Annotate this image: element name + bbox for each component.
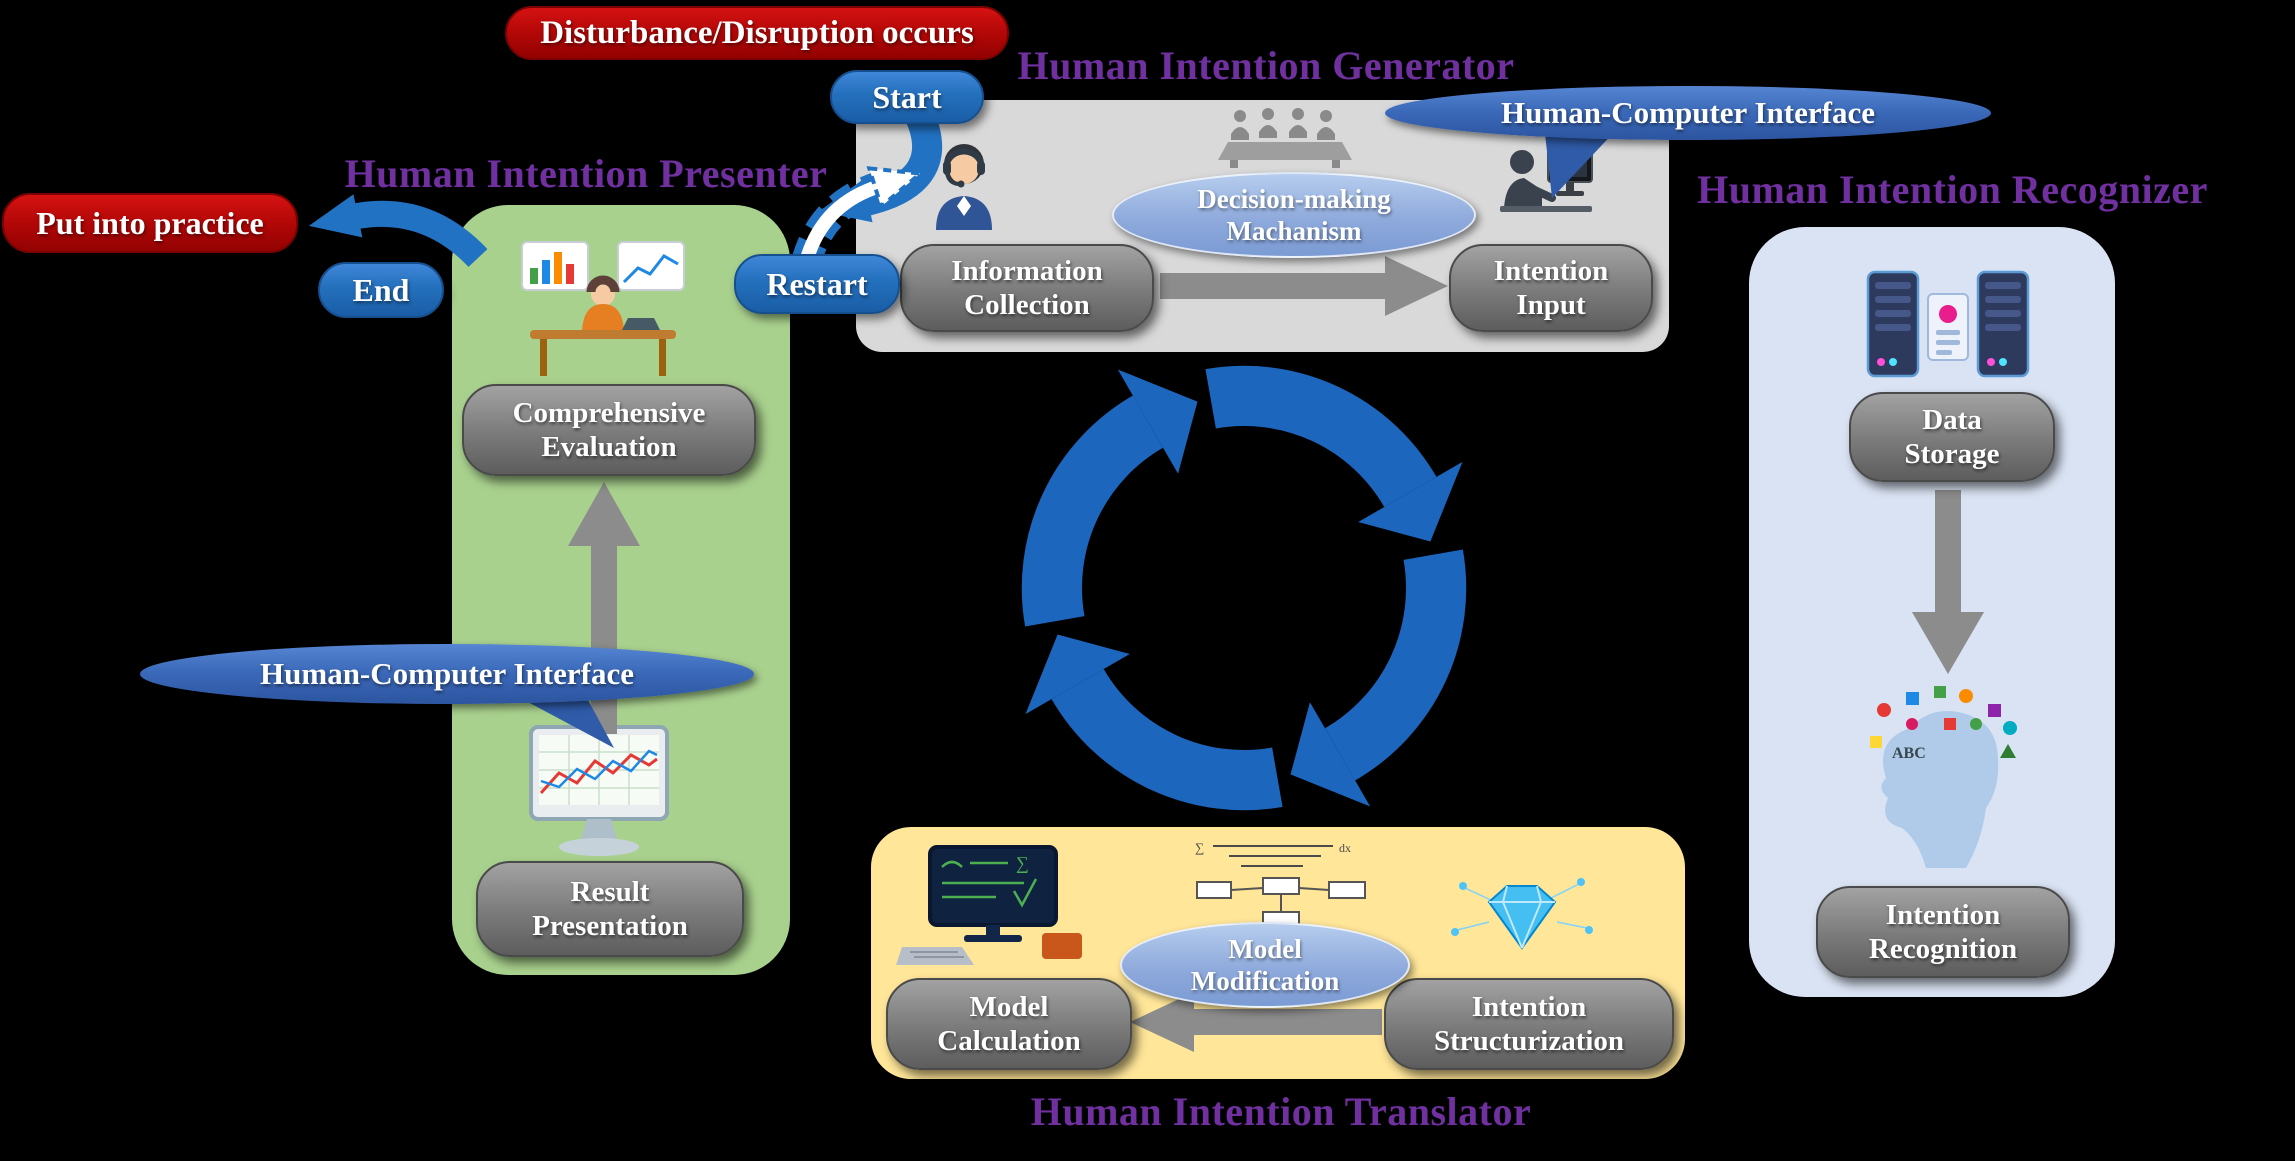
- node-line: Model: [969, 990, 1049, 1023]
- math-monitor-icon: ∑: [896, 845, 1092, 969]
- model-modification-ellipse: Model Modification: [1120, 922, 1410, 1008]
- title-recognizer: Human Intention Recognizer: [1697, 167, 2208, 212]
- hci-bubble-top: Human-Computer Interface: [1385, 86, 1991, 140]
- node-intention-structurization: Intention Structurization: [1384, 978, 1674, 1070]
- title-presenter: Human Intention Presenter: [344, 151, 828, 196]
- end-badge: End: [318, 262, 444, 318]
- translator-flow-arrow: [1130, 992, 1382, 1052]
- node-result-presentation: Result Presentation: [476, 861, 744, 957]
- node-line: Calculation: [937, 1025, 1081, 1057]
- node-line: Storage: [1904, 438, 2000, 470]
- ellipse-line: Model: [1228, 933, 1302, 964]
- node-information-collection: Information Collection: [900, 244, 1154, 332]
- server-rack-icon: [1856, 266, 2040, 382]
- person-computer-icon: [1496, 138, 1596, 230]
- ellipse-line: Decision-making: [1197, 183, 1391, 214]
- analyst-desk-icon: [516, 238, 690, 376]
- svg-text:ABC: ABC: [1892, 745, 1926, 762]
- node-line: Recognition: [1868, 933, 2018, 965]
- node-line: Intention: [1885, 898, 2001, 931]
- node-line: Input: [1516, 289, 1586, 321]
- node-line: Result: [570, 875, 650, 908]
- start-badge: Start: [830, 70, 984, 124]
- meeting-icon: [1210, 106, 1360, 170]
- node-data-storage: Data Storage: [1849, 392, 2055, 482]
- monitor-chart-icon: [523, 721, 675, 867]
- crystal-network-icon: [1445, 872, 1597, 956]
- restart-badge: Restart: [734, 254, 900, 314]
- svg-text:dx: dx: [1339, 841, 1351, 855]
- node-line: Information: [951, 254, 1103, 287]
- brain-ideas-icon: ABC: [1848, 684, 2036, 868]
- person-headset-icon: [918, 136, 1010, 230]
- node-intention-input: Intention Input: [1449, 244, 1653, 332]
- recognizer-flow-arrow: [1912, 490, 1984, 674]
- node-comprehensive-evaluation: Comprehensive Evaluation: [462, 384, 756, 476]
- node-line: Comprehensive: [512, 396, 706, 429]
- svg-text:∑: ∑: [1016, 853, 1029, 873]
- title-generator: Human Intention Generator: [1017, 43, 1515, 88]
- node-intention-recognition: Intention Recognition: [1816, 886, 2070, 978]
- ellipse-line: Machanism: [1226, 216, 1362, 246]
- disturbance-badge: Disturbance/Disruption occurs: [505, 6, 1009, 60]
- hci-bubble-left: Human-Computer Interface: [140, 644, 754, 704]
- generator-flow-arrow: [1160, 256, 1448, 316]
- node-model-calculation: Model Calculation: [886, 978, 1132, 1070]
- node-line: Intention: [1493, 254, 1609, 287]
- node-line: Intention: [1471, 990, 1587, 1023]
- title-translator: Human Intention Translator: [1030, 1089, 1532, 1134]
- node-line: Collection: [964, 289, 1090, 321]
- put-into-practice-badge: Put into practice: [2, 193, 298, 253]
- node-line: Presentation: [532, 910, 688, 942]
- decision-making-mechanism-ellipse: Decision-making Machanism: [1112, 172, 1476, 258]
- cycle-arrows-icon: [974, 318, 1514, 858]
- node-line: Structurization: [1433, 1025, 1625, 1057]
- svg-text:∑: ∑: [1195, 840, 1204, 855]
- node-line: Evaluation: [541, 431, 677, 463]
- node-line: Data: [1922, 403, 1982, 436]
- ellipse-line: Modification: [1190, 966, 1340, 996]
